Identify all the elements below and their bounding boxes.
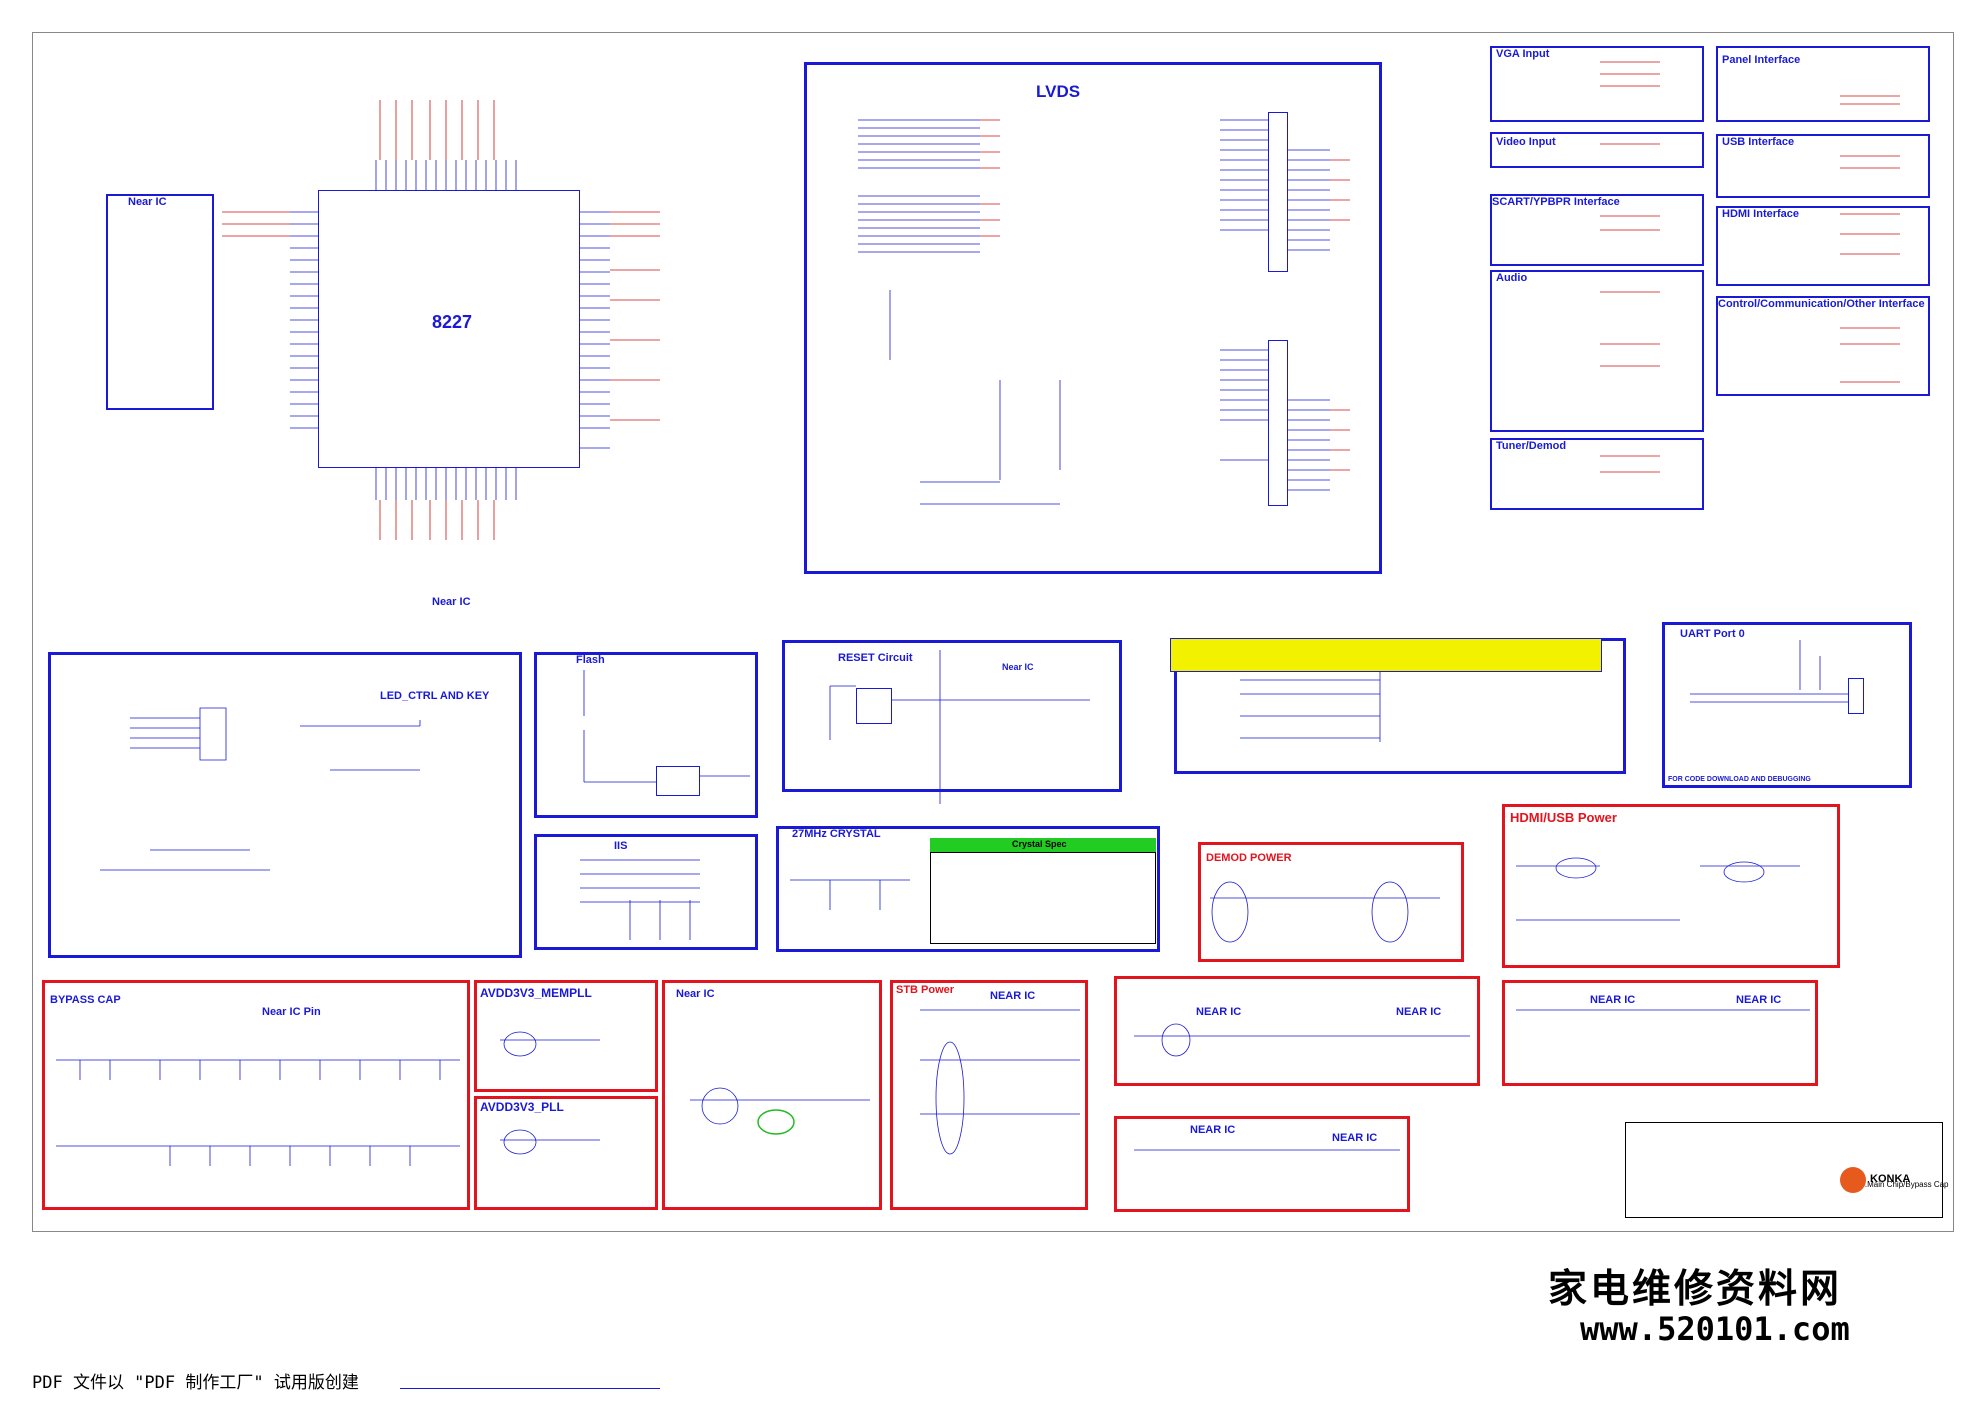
title-block <box>1625 1122 1943 1218</box>
reset-near-ic-label: Near IC <box>1002 662 1034 672</box>
crystal-box <box>776 826 1160 952</box>
lvds-box <box>804 62 1382 574</box>
lvds-connector-1 <box>1268 112 1288 272</box>
title-block-sheet-name: 04.Main Chip/Bypass Cap <box>1856 1180 1949 1189</box>
lvds-power-box <box>1114 1116 1410 1212</box>
crystal-title: 27MHz CRYSTAL <box>792 828 881 840</box>
aadc-near-ic-label: NEAR IC <box>1736 994 1782 1006</box>
hdmi-interface-title: HDMI Interface <box>1722 208 1800 220</box>
avdd-mempll-box <box>474 980 658 1092</box>
lvds-near-ic-label-2: NEAR IC <box>1332 1132 1378 1144</box>
scart-ypbpr-box <box>1490 194 1704 266</box>
led-ctrl-key-title: LED_CTRL AND KEY <box>380 690 490 702</box>
uart-connector <box>1848 678 1864 714</box>
near-ic-adac-title: Near IC <box>676 988 715 1000</box>
vdac-near-ic-label: NEAR IC <box>1396 1006 1442 1018</box>
tuner-demod-title: Tuner/Demod <box>1496 440 1567 452</box>
rgb-near-ic-label: NEAR IC <box>1196 1006 1242 1018</box>
schematic-sheet <box>32 32 1954 1232</box>
avdd-pll-title: AVDD3V3_PLL <box>480 1100 564 1114</box>
strapping-table <box>1170 638 1602 672</box>
main-chip-label: 8227 <box>432 312 473 332</box>
demod-power-box <box>1198 842 1464 962</box>
reset-chip <box>856 688 892 724</box>
watermark-cn: 家电维修资料网 <box>1548 1266 1843 1312</box>
flash-title: Flash <box>576 654 605 666</box>
hdmi-usb-power-title: HDMI/USB Power <box>1510 810 1617 825</box>
tuner-demod-box <box>1490 438 1704 510</box>
cvbs-near-ic-label: NEAR IC <box>1590 994 1636 1006</box>
near-ic-rf-box <box>106 194 214 410</box>
watermark-url: www.520101.com <box>1580 1310 1850 1348</box>
usb-interface-box <box>1716 134 1930 198</box>
stb-near-ic-label: NEAR IC <box>990 990 1036 1002</box>
stb-power-box <box>890 980 1088 1210</box>
rgb-vdac-power-box <box>1114 976 1480 1086</box>
lvds-title: LVDS <box>1036 82 1081 101</box>
footer-text: PDF 文件以 "PDF 制作工厂" 试用版创建 <box>32 1373 359 1393</box>
near-ic-bottom-title: Near IC <box>432 596 471 608</box>
iis-box <box>534 834 758 950</box>
panel-interface-box <box>1716 46 1930 122</box>
lvds-near-ic-label-1: NEAR IC <box>1190 1124 1236 1136</box>
uart-port-title: UART Port 0 <box>1680 628 1745 640</box>
vga-input-title: VGA Input <box>1496 48 1550 60</box>
reset-circuit-title: RESET Circuit <box>838 652 913 664</box>
main-chip-body <box>318 190 580 468</box>
near-ic-pin-title: Near IC Pin <box>262 1006 321 1018</box>
audio-box <box>1490 270 1704 432</box>
panel-interface-title: Panel Interface <box>1722 54 1801 66</box>
reset-circuit-box <box>782 640 1122 792</box>
stb-power-title: STB Power <box>896 984 955 996</box>
bypass-cap-title: BYPASS CAP <box>50 994 121 1006</box>
iis-title: IIS <box>614 840 628 852</box>
crystal-spec-table <box>930 852 1156 944</box>
near-ic-rf-title: Near IC <box>128 196 167 208</box>
control-comm-title: Control/Communication/Other Interface <box>1718 298 1925 310</box>
video-input-box <box>1490 132 1704 168</box>
hdmi-usb-power-box <box>1502 804 1840 968</box>
flash-chip <box>656 766 700 796</box>
konka-logo-icon <box>1840 1167 1866 1193</box>
led-ctrl-key-box <box>48 652 522 958</box>
usb-interface-title: USB Interface <box>1722 136 1795 148</box>
avdd-pll-box <box>474 1096 658 1210</box>
near-ic-adac-box <box>662 980 882 1210</box>
scart-ypbpr-title: SCART/YPBPR Interface <box>1492 196 1620 208</box>
bypass-cap-box <box>42 980 470 1210</box>
avdd-mempll-title: AVDD3V3_MEMPLL <box>480 986 592 1000</box>
lvds-connector-2 <box>1268 340 1288 506</box>
uart-port-box <box>1662 622 1912 788</box>
uart-note: FOR CODE DOWNLOAD AND DEBUGGING <box>1668 776 1811 783</box>
video-input-title: Video Input <box>1496 136 1556 148</box>
footer-underline <box>400 1388 660 1389</box>
cvbs-aadc-power-box <box>1502 980 1818 1086</box>
control-comm-box <box>1716 296 1930 396</box>
title-block-brand: KONKA <box>1870 1173 1911 1185</box>
crystal-spec-header: Crystal Spec <box>1012 839 1067 849</box>
flash-box <box>534 652 758 818</box>
hdmi-interface-box <box>1716 206 1930 286</box>
demod-power-title: DEMOD POWER <box>1206 852 1292 864</box>
crystal-spec-header-bar <box>930 838 1156 852</box>
vga-input-box <box>1490 46 1704 122</box>
audio-title: Audio <box>1496 272 1528 284</box>
